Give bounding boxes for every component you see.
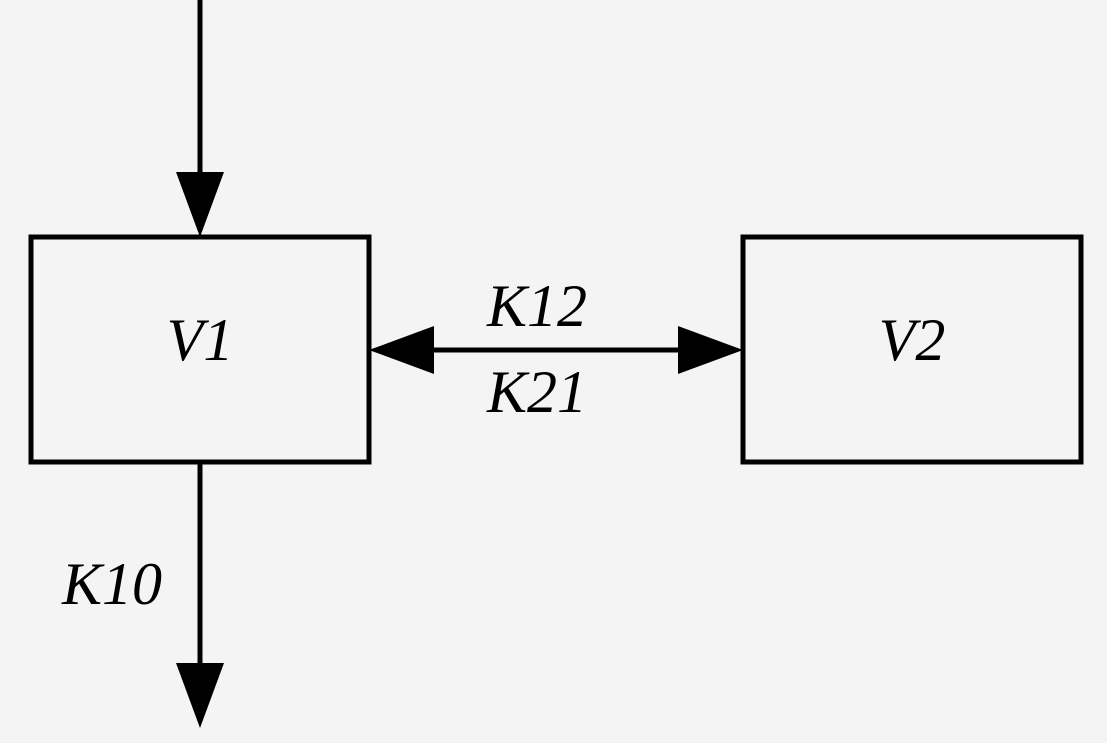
- exchange-arrowhead-left: [369, 326, 434, 374]
- input-arrowhead: [176, 172, 224, 237]
- elimination-arrowhead: [176, 663, 224, 728]
- rate-k12-label: K12: [486, 273, 587, 339]
- rate-k21-label: K21: [486, 359, 587, 425]
- exchange-arrowhead-right: [678, 326, 743, 374]
- compartment-v2-label: V2: [879, 307, 946, 373]
- rate-k10-label: K10: [61, 551, 162, 617]
- compartment-v2-box: [740, 234, 1084, 465]
- compartment-v1-label: V1: [167, 307, 234, 373]
